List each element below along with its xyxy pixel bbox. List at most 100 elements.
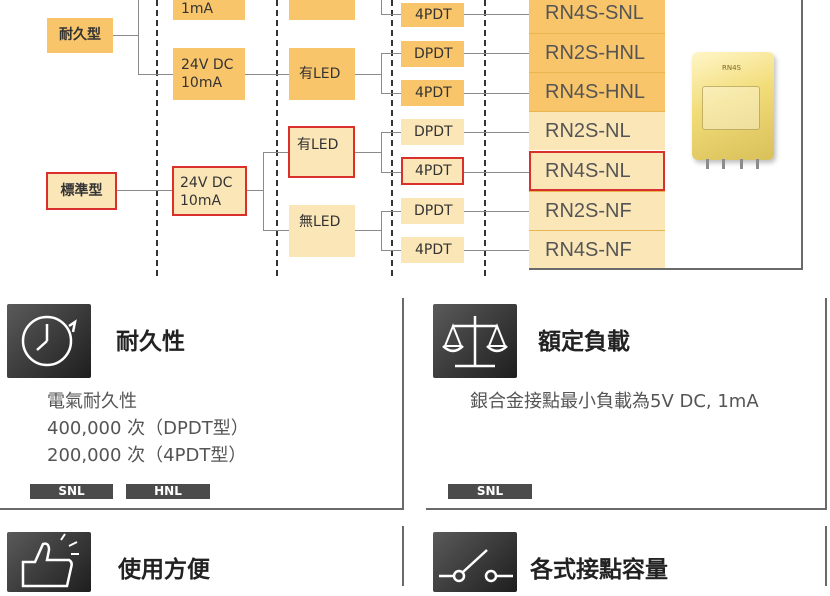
contact-box: DPDT xyxy=(401,119,464,145)
model-label: RN4S-NF xyxy=(545,239,632,261)
selection-diagram: 耐久型 標準型 1mA 24V DC 10mA 24V DC 10mA 有LED… xyxy=(0,0,830,282)
top-current-label: 1mA xyxy=(181,1,214,17)
connector xyxy=(464,14,529,15)
voltage-label: 24V DC xyxy=(181,57,234,73)
connector xyxy=(381,132,401,133)
relay-window xyxy=(702,86,760,130)
feature-card-ease-of-use: 使用方便 xyxy=(0,526,404,592)
contact-label: 4PDT xyxy=(415,242,452,258)
frame-border xyxy=(529,268,803,270)
connector xyxy=(355,74,381,75)
guide-dash xyxy=(156,0,158,276)
connector xyxy=(138,0,139,74)
connector xyxy=(464,172,529,173)
model-label: RN2S-NF xyxy=(545,200,632,222)
led-label: 有LED xyxy=(297,137,339,153)
model-cell-selected: RN4S-NL xyxy=(529,151,665,191)
connector xyxy=(381,172,401,173)
model-cell: RN2S-NF xyxy=(529,191,665,230)
connector xyxy=(263,152,264,230)
thumbs-up-icon xyxy=(7,532,91,592)
card-line: 銀合金接點最小負載為5V DC, 1mA xyxy=(470,391,759,412)
connector xyxy=(381,211,401,212)
connector xyxy=(381,0,382,14)
voltage-label: 24V DC xyxy=(180,175,233,191)
connector xyxy=(117,190,173,191)
contact-box: 4PDT xyxy=(401,157,464,185)
clock-refresh-icon xyxy=(7,304,91,378)
connector xyxy=(464,211,529,212)
relay-pin xyxy=(740,159,743,169)
model-label: RN4S-NL xyxy=(545,160,631,182)
no-led-label: 無LED xyxy=(299,214,341,230)
switch-contact-icon xyxy=(433,532,517,592)
connector xyxy=(381,53,382,93)
connector xyxy=(464,53,529,54)
balance-scale-icon xyxy=(433,304,517,378)
connector xyxy=(381,211,382,250)
contact-label: DPDT xyxy=(414,203,453,219)
feature-card-contact-capacity: 各式接點容量 xyxy=(426,526,827,592)
relay-pin xyxy=(722,159,725,169)
card-line: 400,000 次（DPDT型） xyxy=(47,418,249,439)
model-cell: RN2S-NL xyxy=(529,111,665,150)
standard-type-label: 標準型 xyxy=(60,183,103,199)
contact-label: 4PDT xyxy=(415,85,452,101)
contact-box: 4PDT xyxy=(401,237,464,263)
card-title: 耐久性 xyxy=(116,329,185,355)
guide-dash xyxy=(484,0,486,276)
model-label: RN4S-SNL xyxy=(545,2,644,24)
model-cell: RN4S-NF xyxy=(529,230,665,269)
model-cell: RN2S-HNL xyxy=(529,33,665,72)
connector xyxy=(113,35,138,36)
model-cell: RN4S-SNL xyxy=(529,0,665,33)
feature-card-rated-load: 額定負載 銀合金接點最小負載為5V DC, 1mA SNL xyxy=(426,298,827,510)
voltage-box-durable: 24V DC 10mA xyxy=(173,48,245,100)
model-label: RN2S-NL xyxy=(545,120,631,142)
card-line: 電氣耐久性 xyxy=(47,391,137,412)
top-current-box: 1mA xyxy=(173,0,245,20)
connector xyxy=(381,14,401,15)
connector xyxy=(464,93,529,94)
contact-box: DPDT xyxy=(401,198,464,224)
contact-label: 4PDT xyxy=(415,163,452,179)
relay-logo: RN4S xyxy=(722,64,741,72)
model-cell: RN4S-HNL xyxy=(529,72,665,111)
card-line: 200,000 次（4PDT型） xyxy=(47,445,247,466)
connector xyxy=(247,190,263,191)
standard-type-box: 標準型 xyxy=(46,172,117,210)
connector xyxy=(381,53,401,54)
relay-pin xyxy=(756,159,759,169)
card-title: 額定負載 xyxy=(538,329,630,355)
tag-hnl: HNL xyxy=(126,484,210,499)
tag-snl: SNL xyxy=(448,484,532,499)
contact-box: 4PDT xyxy=(401,3,464,27)
durable-type-label: 耐久型 xyxy=(59,27,101,43)
durable-type-box: 耐久型 xyxy=(47,18,113,53)
connector xyxy=(381,132,382,172)
guide-dash xyxy=(391,0,393,276)
guide-dash xyxy=(276,0,278,276)
connector xyxy=(355,152,381,153)
connector xyxy=(138,74,173,75)
contact-label: 4PDT xyxy=(415,7,452,23)
feature-card-durability: 耐久性 電氣耐久性 400,000 次（DPDT型） 200,000 次（4PD… xyxy=(0,298,404,510)
model-label: RN2S-HNL xyxy=(545,42,646,64)
connector xyxy=(245,74,289,75)
relay-product-image: RN4S xyxy=(692,52,774,169)
current-label: 10mA xyxy=(181,75,223,91)
connector xyxy=(464,250,529,251)
contact-label: DPDT xyxy=(414,124,453,140)
relay-pin xyxy=(706,159,709,169)
top-led-box xyxy=(289,0,355,20)
voltage-box-standard: 24V DC 10mA xyxy=(172,166,247,216)
connector xyxy=(263,152,289,153)
model-label: RN4S-HNL xyxy=(545,81,646,103)
led-label: 有LED xyxy=(299,66,341,82)
connector xyxy=(263,230,289,231)
no-led-box: 無LED xyxy=(289,205,355,257)
frame-border xyxy=(801,0,803,270)
connector xyxy=(381,93,401,94)
contact-label: DPDT xyxy=(414,46,453,62)
connector xyxy=(381,250,401,251)
